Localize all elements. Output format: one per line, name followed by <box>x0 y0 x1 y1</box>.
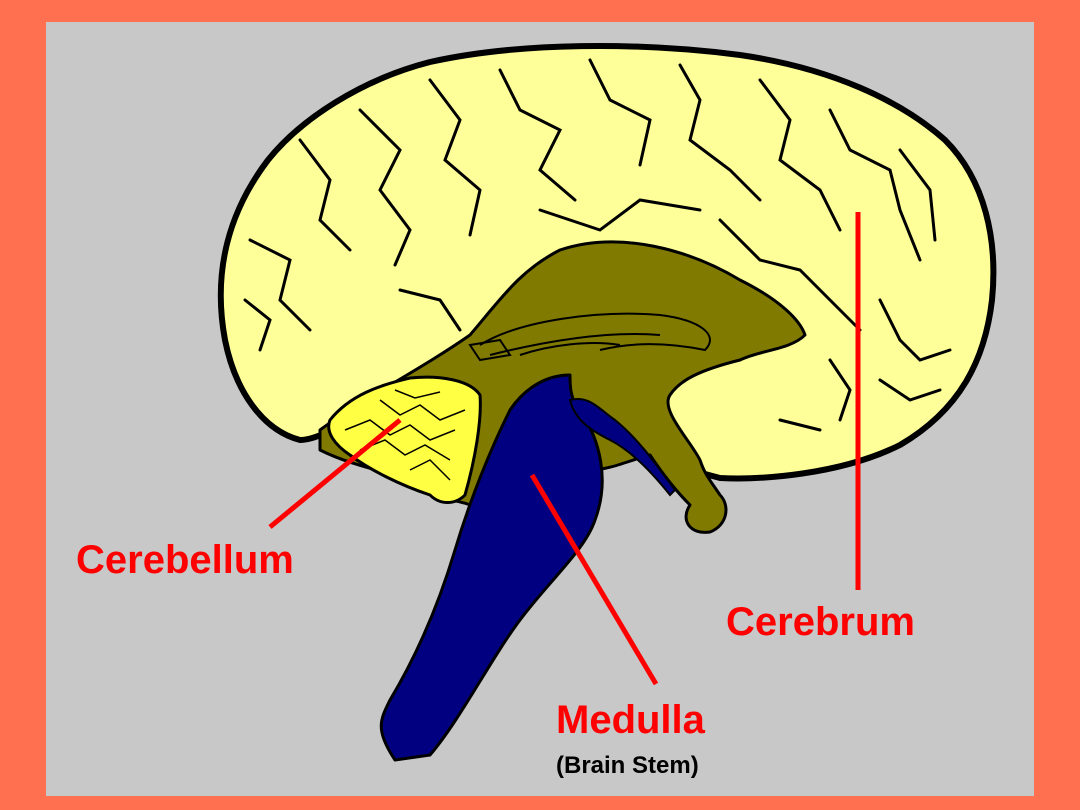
cerebrum-label: Cerebrum <box>726 600 915 644</box>
cerebellum-folds <box>344 389 466 481</box>
medulla-sublabel: (Brain Stem) <box>556 752 699 779</box>
cerebellum-label: Cerebellum <box>76 538 294 582</box>
brain-stem-channel <box>568 398 677 497</box>
cerebellum-pointer <box>268 418 402 529</box>
medulla-label: Medulla <box>556 698 705 742</box>
cerebrum-folds <box>243 58 952 432</box>
ventricle-lines <box>468 312 711 362</box>
medulla-pointer <box>529 473 659 686</box>
brain-stem-shape <box>379 373 604 762</box>
